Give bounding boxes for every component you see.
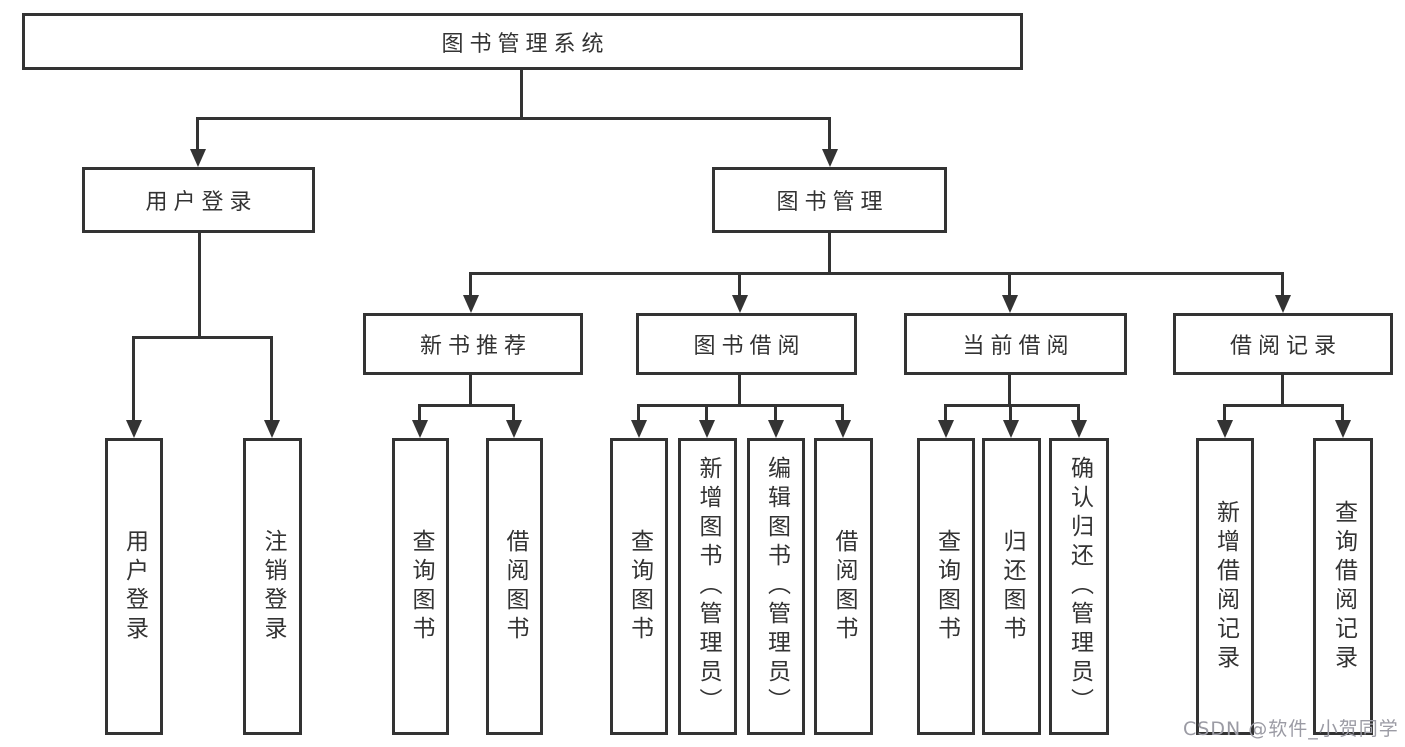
arrow-down-icon bbox=[1071, 420, 1087, 438]
leaf-logout: 注销登录 bbox=[243, 438, 302, 735]
leaf-label: 注销登录 bbox=[260, 528, 286, 645]
connector-line bbox=[738, 272, 741, 298]
connector-line bbox=[1009, 404, 1012, 424]
connector-line bbox=[132, 336, 273, 339]
leaf-add-books-admin: 新增图书（管理员） bbox=[678, 438, 737, 735]
connector-line bbox=[828, 117, 831, 153]
arrow-down-icon bbox=[506, 420, 522, 438]
leaf-label: 归还图书 bbox=[999, 528, 1025, 645]
node-label: 借阅记录 bbox=[1229, 334, 1342, 359]
connector-line bbox=[1281, 272, 1284, 298]
arrow-down-icon bbox=[768, 420, 784, 438]
connector-line bbox=[1223, 404, 1344, 407]
arrow-down-icon bbox=[822, 149, 838, 167]
node-current-borrowing: 当前借阅 bbox=[904, 313, 1127, 375]
connector-line bbox=[1008, 375, 1011, 407]
leaf-query-books-current: 查询图书 bbox=[917, 438, 975, 735]
node-label: 用户登录 bbox=[145, 190, 258, 215]
arrow-down-icon bbox=[699, 420, 715, 438]
node-new-book-recommend: 新书推荐 bbox=[363, 313, 583, 375]
connector-line bbox=[1341, 404, 1344, 424]
leaf-label: 确认归还（管理员） bbox=[1066, 456, 1093, 717]
connector-line bbox=[841, 404, 844, 424]
connector-line bbox=[944, 404, 1080, 407]
leaf-borrow-books-recommend: 借阅图书 bbox=[486, 438, 543, 735]
leaf-label: 借阅图书 bbox=[831, 528, 857, 645]
arrow-down-icon bbox=[1002, 295, 1018, 313]
arrow-down-icon bbox=[190, 149, 206, 167]
leaf-label: 用户登录 bbox=[121, 528, 148, 645]
arrow-down-icon bbox=[463, 295, 479, 313]
node-book-management: 图书管理 bbox=[712, 167, 947, 233]
leaf-label: 编辑图书（管理员） bbox=[763, 456, 790, 717]
arrow-down-icon bbox=[938, 420, 954, 438]
connector-line bbox=[418, 404, 421, 424]
connector-line bbox=[774, 404, 777, 424]
leaf-label: 查询借阅记录 bbox=[1330, 499, 1357, 674]
connector-line bbox=[1281, 375, 1284, 407]
arrow-down-icon bbox=[631, 420, 647, 438]
arrow-down-icon bbox=[264, 420, 280, 438]
node-user-login: 用户登录 bbox=[82, 167, 315, 233]
connector-line bbox=[469, 375, 472, 407]
connector-line bbox=[637, 404, 640, 424]
connector-line bbox=[196, 117, 199, 153]
arrow-down-icon bbox=[732, 295, 748, 313]
leaf-confirm-return-admin: 确认归还（管理员） bbox=[1049, 438, 1109, 735]
arrow-down-icon bbox=[1275, 295, 1291, 313]
connector-line bbox=[738, 375, 741, 407]
node-label: 图书管理系统 bbox=[441, 31, 610, 57]
connector-line bbox=[469, 272, 1284, 275]
leaf-label: 查询图书 bbox=[408, 528, 434, 645]
node-system-root: 图书管理系统 bbox=[22, 13, 1023, 70]
leaf-label: 新增借阅记录 bbox=[1212, 499, 1239, 674]
arrow-down-icon bbox=[1217, 420, 1233, 438]
leaf-query-books-recommend: 查询图书 bbox=[392, 438, 449, 735]
connector-line bbox=[828, 233, 831, 275]
connector-line bbox=[198, 233, 201, 339]
connector-line bbox=[520, 70, 523, 120]
connector-line bbox=[512, 404, 515, 424]
node-label: 新书推荐 bbox=[419, 334, 532, 359]
connector-line bbox=[270, 336, 273, 424]
connector-line bbox=[469, 272, 472, 298]
connector-line bbox=[944, 404, 947, 424]
arrow-down-icon bbox=[1335, 420, 1351, 438]
node-book-borrowing: 图书借阅 bbox=[636, 313, 857, 375]
arrow-down-icon bbox=[126, 420, 142, 438]
connector-line bbox=[1077, 404, 1080, 424]
node-label: 图书借阅 bbox=[693, 334, 806, 359]
leaf-borrow-books-borrowing: 借阅图书 bbox=[814, 438, 873, 735]
connector-line bbox=[418, 404, 515, 407]
connector-line bbox=[705, 404, 708, 424]
leaf-return-books: 归还图书 bbox=[982, 438, 1041, 735]
leaf-label: 查询图书 bbox=[933, 528, 960, 645]
node-borrowing-records: 借阅记录 bbox=[1173, 313, 1393, 375]
leaf-label: 借阅图书 bbox=[502, 528, 528, 645]
connector-line bbox=[196, 117, 831, 120]
connector-line bbox=[1223, 404, 1226, 424]
connector-line bbox=[1008, 272, 1011, 298]
leaf-add-borrow-record: 新增借阅记录 bbox=[1196, 438, 1254, 735]
leaf-query-borrow-record: 查询借阅记录 bbox=[1313, 438, 1373, 735]
leaf-edit-books-admin: 编辑图书（管理员） bbox=[747, 438, 805, 735]
arrow-down-icon bbox=[835, 420, 851, 438]
leaf-query-books-borrowing: 查询图书 bbox=[610, 438, 668, 735]
arrow-down-icon bbox=[412, 420, 428, 438]
connector-line bbox=[132, 336, 135, 424]
node-label: 图书管理 bbox=[776, 190, 889, 215]
node-label: 当前借阅 bbox=[962, 334, 1075, 359]
leaf-label: 新增图书（管理员） bbox=[695, 456, 721, 717]
connector-line bbox=[637, 404, 844, 407]
arrow-down-icon bbox=[1003, 420, 1019, 438]
watermark: CSDN @软件_小贺同学 bbox=[1183, 718, 1399, 740]
leaf-label: 查询图书 bbox=[626, 528, 653, 645]
leaf-user-login: 用户登录 bbox=[105, 438, 163, 735]
